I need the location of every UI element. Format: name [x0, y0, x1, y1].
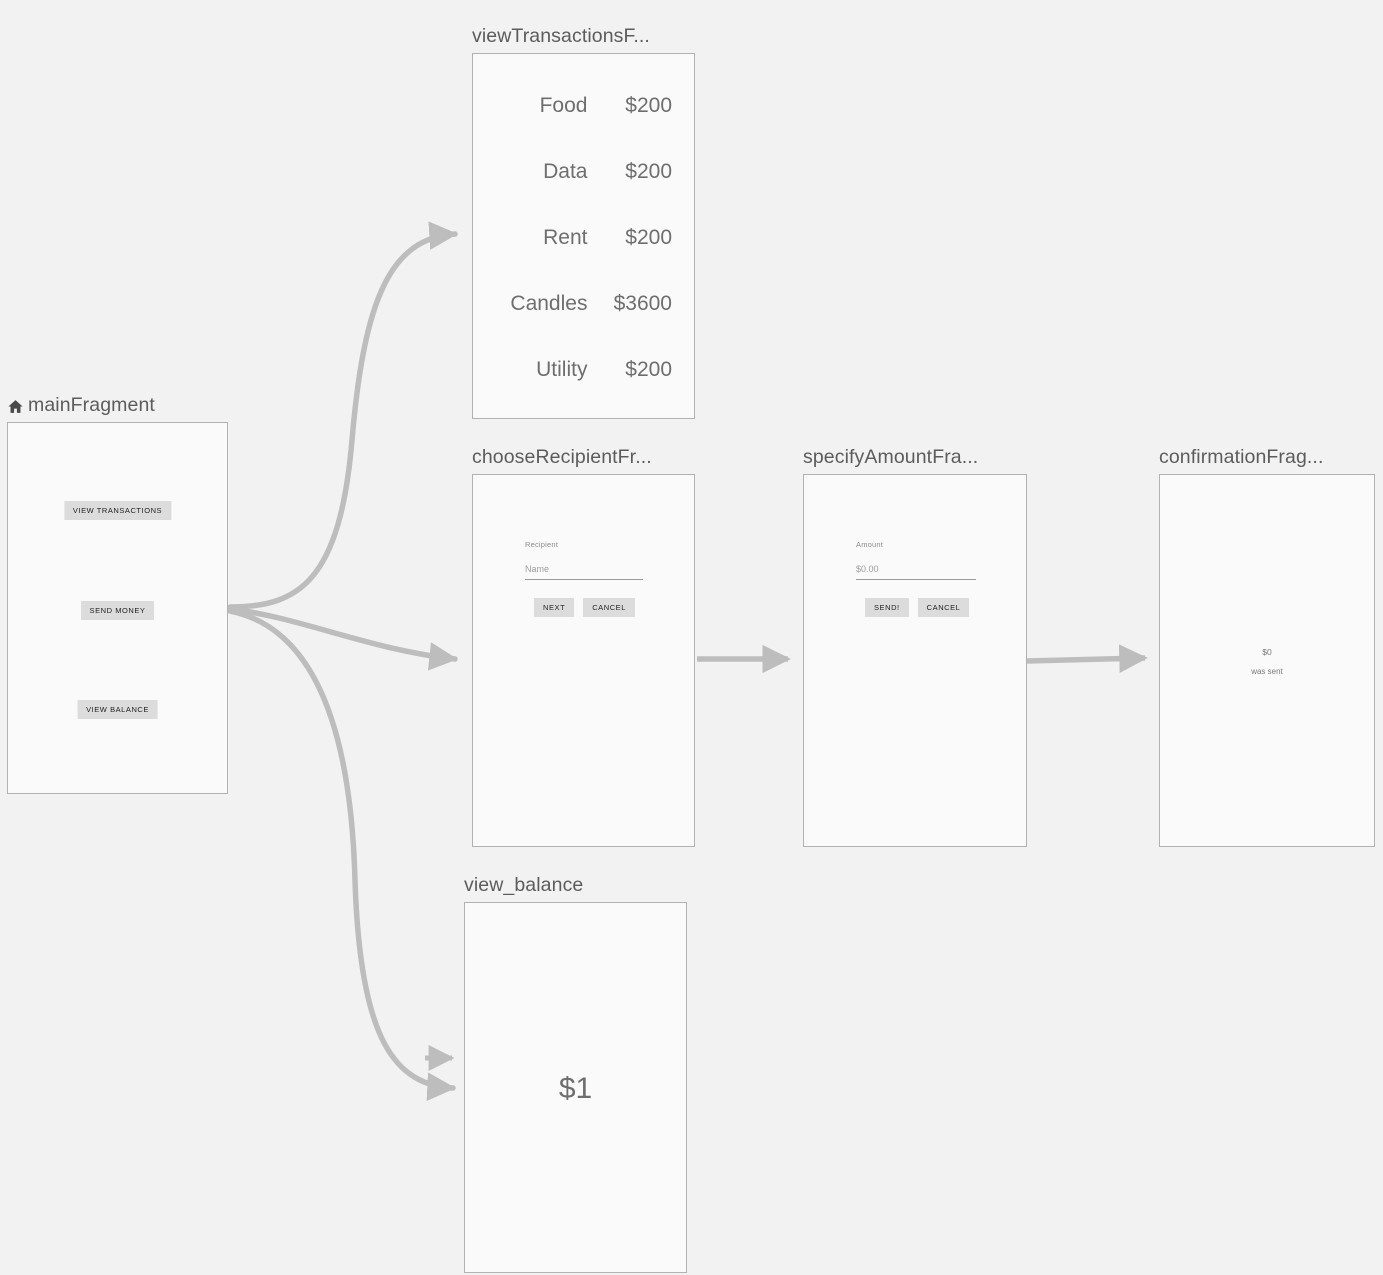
transaction-amount: $200 — [625, 358, 672, 381]
send-money-button[interactable]: SEND MONEY — [80, 601, 155, 620]
transaction-amount: $200 — [625, 226, 672, 249]
cancel-button[interactable]: CANCEL — [583, 598, 635, 617]
view-transactions-button[interactable]: VIEW TRANSACTIONS — [63, 501, 172, 520]
confirmation-subtitle: was sent — [1251, 667, 1283, 676]
transaction-label: Rent — [543, 226, 588, 249]
node-frame-confirmation: $0 was sent — [1159, 474, 1375, 847]
node-title-choose-recipient: chooseRecipientFr... — [472, 446, 652, 468]
transaction-row: Food $200 — [473, 94, 694, 118]
node-view-balance-fragment[interactable]: view_balance $1 — [464, 874, 687, 1273]
home-icon — [7, 397, 24, 414]
transaction-row: Data $200 — [473, 160, 694, 184]
transaction-amount: $200 — [625, 94, 672, 117]
next-button[interactable]: NEXT — [534, 598, 575, 617]
node-frame-view-transactions: Food $200 Data $200 Rent $200 Candles $3… — [472, 53, 695, 419]
send-button[interactable]: SEND! — [865, 598, 909, 617]
specify-amount-actions: SEND! CANCEL — [865, 598, 970, 617]
node-frame-choose-recipient: Recipient Name NEXT CANCEL — [472, 474, 695, 847]
cancel-button[interactable]: CANCEL — [917, 598, 970, 617]
node-title-label: mainFragment — [28, 394, 155, 416]
node-choose-recipient-fragment[interactable]: chooseRecipientFr... Recipient Name NEXT… — [472, 446, 695, 847]
edge-main-to-view-transactions — [227, 221, 458, 610]
balance-amount: $1 — [558, 1072, 593, 1105]
transaction-label: Data — [543, 160, 588, 183]
transaction-label: Food — [539, 94, 588, 117]
node-title-view-transactions: viewTransactionsF... — [472, 25, 650, 47]
view-balance-button[interactable]: VIEW BALANCE — [77, 700, 158, 719]
node-specify-amount-fragment[interactable]: specifyAmountFra... Amount $0.00 SEND! C… — [803, 446, 1027, 847]
edge-main-to-choose-recipient — [227, 606, 458, 671]
amount-input[interactable]: $0.00 — [856, 565, 976, 580]
node-view-transactions-fragment[interactable]: viewTransactionsF... Food $200 Data $200… — [472, 25, 695, 419]
choose-recipient-actions: NEXT CANCEL — [534, 598, 635, 617]
node-confirmation-fragment[interactable]: confirmationFrag... $0 was sent — [1159, 446, 1375, 847]
node-frame-view-balance: $1 — [464, 902, 687, 1273]
transaction-amount: $200 — [625, 160, 672, 183]
node-frame-main-fragment: VIEW TRANSACTIONS SEND MONEY VIEW BALANC… — [7, 422, 228, 794]
node-title-main-fragment: mainFragment — [7, 393, 155, 417]
node-frame-specify-amount: Amount $0.00 SEND! CANCEL — [803, 474, 1027, 847]
transaction-label: Candles — [510, 292, 588, 315]
amount-field-label: Amount — [856, 540, 884, 549]
node-title-view-balance: view_balance — [464, 874, 584, 896]
node-title-confirmation: confirmationFrag... — [1159, 446, 1324, 468]
transaction-row: Utility $200 — [473, 358, 694, 382]
edge-main-to-view-balance — [227, 608, 456, 1101]
transaction-row: Candles $3600 — [473, 292, 694, 316]
confirmation-amount: $0 — [1262, 647, 1272, 657]
transaction-amount: $3600 — [613, 292, 672, 315]
recipient-name-input[interactable]: Name — [525, 565, 643, 580]
transaction-label: Utility — [536, 358, 588, 381]
node-title-specify-amount: specifyAmountFra... — [803, 446, 979, 468]
node-main-fragment[interactable]: mainFragment VIEW TRANSACTIONS SEND MONE… — [7, 394, 228, 794]
edge-specify-amount-to-confirmation — [1026, 644, 1148, 673]
transaction-row: Rent $200 — [473, 226, 694, 250]
recipient-field-label: Recipient — [525, 540, 559, 549]
